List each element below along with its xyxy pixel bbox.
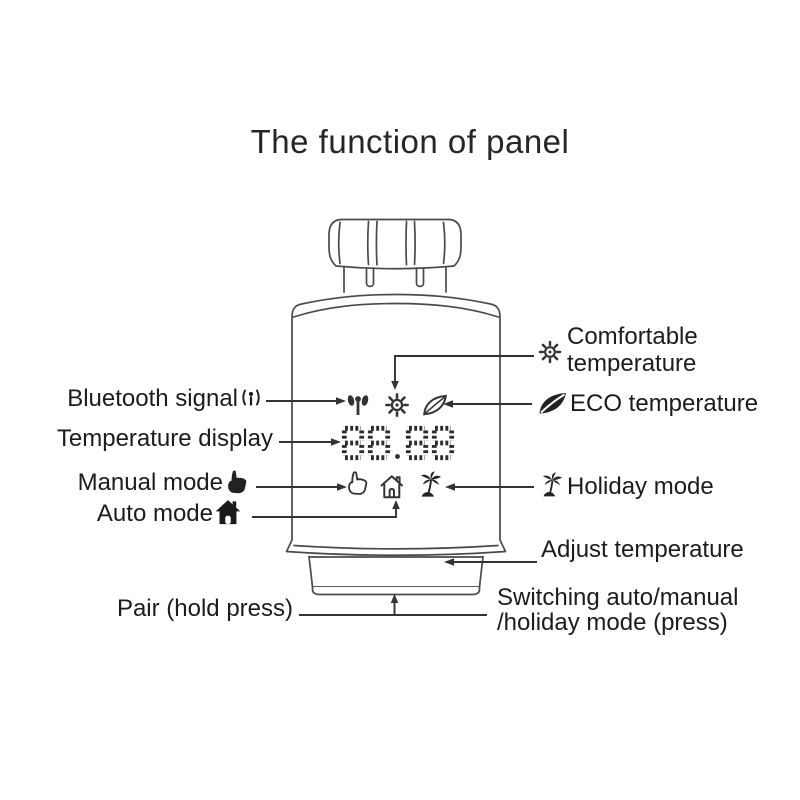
label-holiday-mode: Holiday mode: [567, 473, 714, 500]
leader-adjust-temperature: [444, 558, 537, 566]
label-bluetooth-signal-text: Bluetooth signal: [67, 385, 238, 412]
palm-tree-icon: [541, 471, 563, 498]
house-icon: [215, 500, 241, 525]
label-eco-temperature: ECO temperature: [570, 390, 758, 417]
label-pair-text: Pair (hold press): [116, 595, 293, 622]
leader-comfortable: [391, 355, 534, 390]
sun-icon: [538, 340, 562, 364]
label-switching-mode: Switching auto/manual /holiday mode (pre…: [497, 585, 738, 635]
label-holiday-text: Holiday mode: [567, 473, 714, 500]
sun-icon: [385, 393, 409, 417]
leaf-icon: [538, 392, 567, 415]
leader-pair-switching: [299, 594, 487, 616]
panel-display: [341, 393, 455, 499]
leader-auto-mode: [252, 500, 400, 518]
adjust-knob: [328, 218, 462, 270]
device-neck: [343, 266, 447, 293]
label-comfortable-line2: temperature: [567, 350, 697, 377]
label-switching-line1: Switching auto/manual: [497, 584, 739, 611]
label-temperature-display: Temperature display: [57, 425, 273, 452]
hand-icon: [228, 470, 247, 494]
label-pair: Pair (hold press): [117, 595, 293, 622]
bluetooth-antenna-icon: [242, 389, 260, 407]
leader-lines: [252, 355, 537, 616]
temperature-display-value: [341, 425, 455, 461]
label-adjust-text: Adjust temperature: [541, 536, 744, 563]
leader-temperature-display: [279, 438, 341, 446]
label-auto-mode-text: Auto mode: [96, 500, 213, 527]
label-temperature-display-text: Temperature display: [56, 425, 273, 452]
label-bluetooth-signal: Bluetooth signal: [67, 385, 238, 412]
thermostat-device: [285, 218, 507, 596]
label-auto-mode: Auto mode: [97, 500, 213, 527]
label-comfortable-line1: Comfortable: [567, 323, 698, 350]
label-manual-mode: Manual mode: [78, 469, 223, 496]
label-switching-line2: /holiday mode (press): [497, 609, 728, 636]
leader-holiday: [445, 483, 534, 491]
page-title: The function of panel: [250, 123, 570, 160]
label-manual-mode-text: Manual mode: [77, 469, 223, 496]
leader-eco: [443, 400, 532, 408]
label-adjust-temperature: Adjust temperature: [541, 536, 744, 563]
label-comfortable-temperature: Comfortable temperature: [567, 323, 698, 377]
leader-manual-mode: [256, 483, 347, 491]
label-eco-text: ECO temperature: [570, 390, 759, 417]
adjust-ring: [308, 555, 484, 596]
leader-bluetooth: [266, 397, 346, 405]
